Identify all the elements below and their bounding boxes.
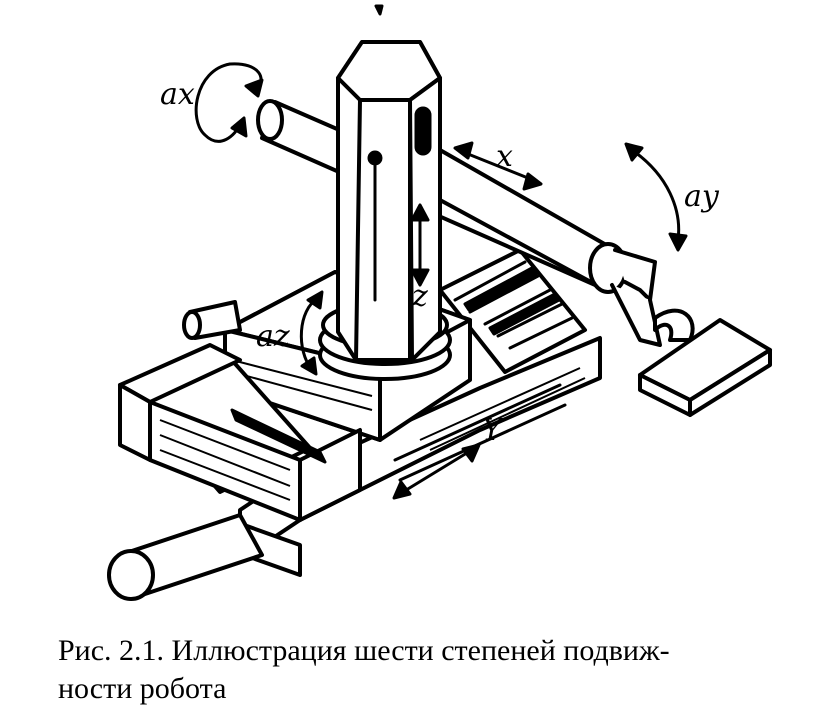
caption-line-2: ности робота xyxy=(58,672,227,705)
front-shaft xyxy=(107,513,264,601)
vertical-column xyxy=(336,40,442,362)
label-z: z xyxy=(411,279,428,314)
label-az: az xyxy=(256,319,290,354)
arrow-ax-rotation xyxy=(194,62,264,143)
robot-drawing: ax ay az x Y z xyxy=(107,4,772,601)
arrow-z xyxy=(410,203,430,287)
label-y: Y xyxy=(482,413,505,448)
figure-caption: Рис. 2.1. Иллюстрация шести степеней под… xyxy=(58,632,828,708)
label-x: x xyxy=(496,139,513,174)
back-pin xyxy=(182,300,242,340)
arrow-ay-rotation xyxy=(624,142,688,252)
caption-line-1: Рис. 2.1. Иллюстрация шести степеней под… xyxy=(58,634,670,667)
robot-illustration: ax ay az x Y z xyxy=(107,4,772,601)
arrow-x xyxy=(453,141,543,191)
lower-clamp xyxy=(118,343,362,577)
arrow-az-rotation xyxy=(299,290,324,376)
label-ax: ax xyxy=(160,77,195,112)
arrow-y xyxy=(392,443,481,500)
ribbed-guide xyxy=(438,248,587,374)
gripper xyxy=(588,242,772,417)
top-mark xyxy=(374,4,384,16)
label-ay: ay xyxy=(684,179,720,214)
